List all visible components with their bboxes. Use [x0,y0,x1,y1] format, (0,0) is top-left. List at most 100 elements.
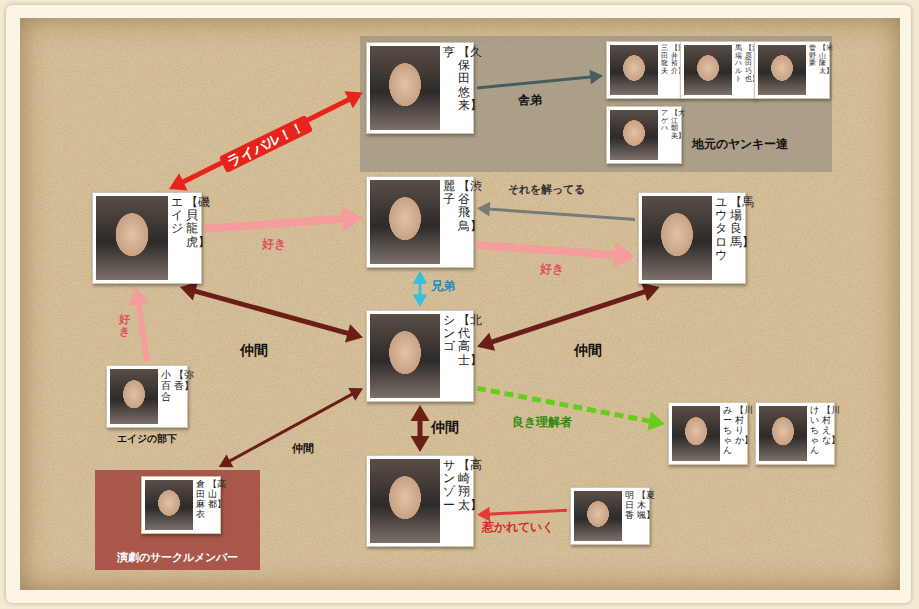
portrait-photo [610,45,658,95]
portrait-photo [145,480,193,530]
arrow-head [411,405,430,421]
arrow-head [413,294,428,307]
connector-line [489,291,647,343]
group-panel: 地元のヤンキー達亨【久保田悠来】三田龍夫【新井裕介】馬場ハルト【河原田巧也】菅野… [360,36,832,172]
group-title: 演劇のサークルメンバー [95,550,260,565]
arrow-head [169,173,188,190]
actor-name: 【川村りか】 [735,406,744,446]
character-name: 明日香 [625,491,634,521]
character-name: ユウタロウ [715,196,727,262]
card-caption: エイジの部下 [117,432,177,446]
connector-line [138,301,147,362]
arrow-head [477,333,495,351]
character-card: サンゾー【高崎翔太】 [366,455,474,547]
relation-connector [477,202,635,220]
character-name: みーちゃん [723,406,732,455]
arrow-head [219,454,234,467]
arrow-head [477,202,490,217]
connector-line [487,209,635,220]
arrow-head [477,507,490,522]
relation-label: 兄弟 [431,280,455,294]
actor-name: 【久保田悠来】 [458,46,470,112]
arrow-head [411,436,430,452]
character-card: エイジ【磯貝龍虎】 [92,192,202,284]
relation-label: 舎弟 [518,94,542,108]
portrait-photo [370,180,440,264]
relation-connector [413,271,428,307]
arrow-head [341,206,363,232]
actor-name: 【高山都】 [208,480,217,510]
arrow-head [180,282,198,300]
character-name: 亨 [443,46,455,59]
relation-connector [205,206,363,232]
relation-label: 仲間 [574,342,602,358]
character-name: 麗子 [443,180,455,206]
arrow-head [648,412,665,431]
relation-connector [411,405,430,452]
arrow-head [128,287,149,306]
actor-name: 【新井裕介】 [671,45,678,76]
actor-name: 【北代高士】 [458,314,470,367]
relation-label: 惹かれていく [482,521,554,535]
relation-connector [169,91,363,190]
portrait-photo [759,406,807,461]
character-name: 倉田麻衣 [196,480,205,520]
arrow-head [345,324,363,342]
relation-label: 好き [119,314,130,338]
actor-name: 【河原田巧也】 [745,45,752,83]
actor-name: 【磯貝龍虎】 [186,196,198,249]
character-name: けいちゃん [810,406,819,455]
relation-label: 好き [262,238,286,252]
character-card: 明日香【夏木颯】 [570,487,650,545]
relation-connector [128,287,149,362]
connector-line [192,290,350,334]
portrait-photo [96,196,168,280]
connector-line [418,418,423,439]
character-name: 小百合 [161,369,171,402]
connector-line [477,245,618,255]
character-card: みーちゃん【川村りか】 [668,402,748,465]
relation-label: 仲間 [431,419,459,435]
character-card: アゲハ【大江朝美】 [606,106,682,164]
character-card: 倉田麻衣【高山都】 [141,476,221,534]
character-card: 麗子【渋谷飛鳥】 [366,176,474,268]
character-card: シンゴ【北代高士】 [366,310,474,402]
actor-name: 【大江朝美】 [671,110,678,141]
character-card: 三田龍夫【新井裕介】 [606,41,682,99]
relation-label: 仲間 [292,443,314,456]
character-card: 馬場ハルト【河原田巧也】 [680,41,756,99]
actor-name: 【夏木颯】 [637,491,646,521]
actor-name: 【弥香】 [174,369,184,391]
character-card: 菅野豪【米山隆太】 [754,41,830,99]
portrait-photo [758,45,806,95]
actor-name: 【川村えな】 [822,406,831,446]
character-name: 三田龍夫 [661,45,668,76]
relation-connector [219,388,363,467]
relation-label: 仲間 [240,342,268,358]
character-name: エイジ [171,196,183,236]
actor-name: 【馬場良馬】 [730,196,742,249]
connector-line [487,510,567,514]
group-panel: 演劇のサークルメンバー 倉田麻衣【高山都】 [95,470,260,570]
actor-name: 【米山隆太】 [819,45,826,76]
character-name: シンゴ [443,314,455,354]
portrait-photo [610,110,658,160]
actor-name: 【渋谷飛鳥】 [458,180,470,233]
connector-line [205,219,346,229]
character-card: 亨【久保田悠来】 [366,42,474,134]
character-card: けいちゃん【川村えな】 [755,402,835,465]
arrow-head [413,271,428,284]
relation-label: 好き [540,263,564,277]
portrait-photo [684,45,732,95]
character-name: 馬場ハルト [735,45,742,83]
arrow-head [641,283,659,301]
relation-connector [477,507,567,522]
portrait-photo [370,459,440,543]
relation-connector [477,388,665,430]
portrait-photo [642,196,712,280]
character-name: サンゾー [443,459,455,512]
relation-connector [477,283,660,351]
relation-connector [180,282,363,342]
character-card: ユウタロウ【馬場良馬】 [638,192,746,284]
